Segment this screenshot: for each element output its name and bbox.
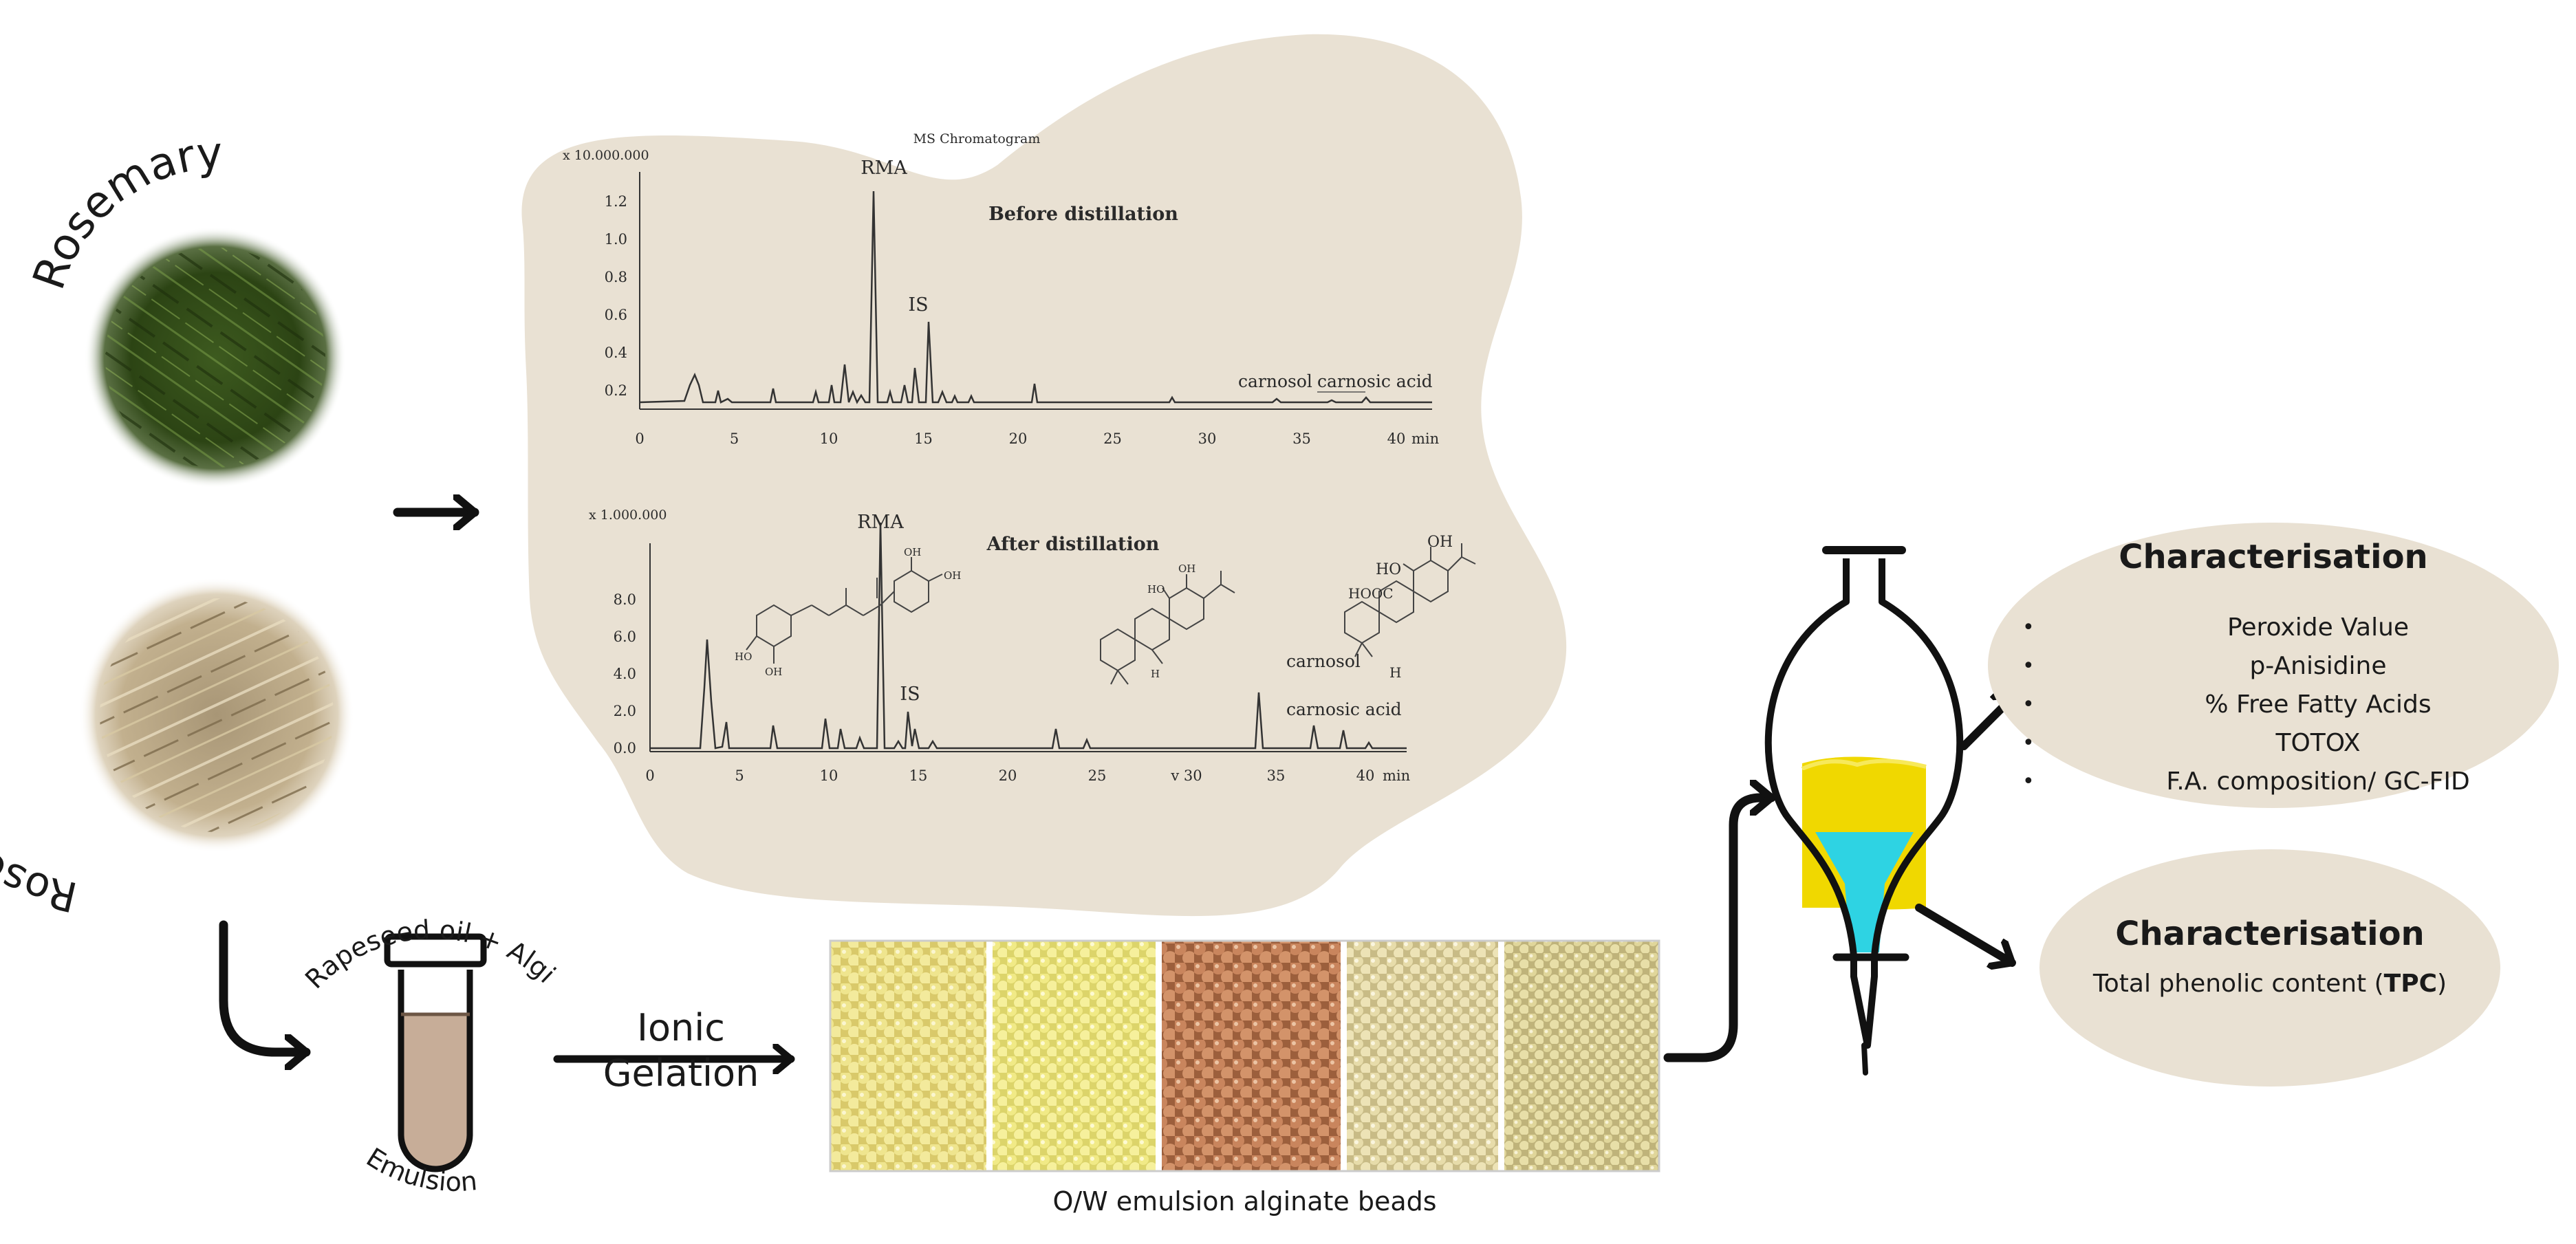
before-y-tick: 0.4 xyxy=(605,345,627,361)
emulsion-test-tube xyxy=(384,933,487,1172)
rma-struct-oh: OH xyxy=(765,666,782,678)
carnosol-struct-h: H xyxy=(1151,668,1160,680)
list-item-peroxide: Peroxide Value xyxy=(2022,609,2552,647)
before-heading: Before distillation xyxy=(988,204,1178,225)
carnosic-struct-ho: HO xyxy=(1376,561,1401,578)
separatory-funnel xyxy=(1764,546,1964,1076)
carnosol-struct-ho: HO xyxy=(1147,583,1165,596)
ionic-label: Ionic xyxy=(637,1006,725,1049)
chromatogram-background-blob xyxy=(521,34,1567,917)
before-y-tick: 0.8 xyxy=(605,269,627,285)
carnosic-struct-h: H xyxy=(1389,664,1401,681)
after-x-unit: min xyxy=(1383,767,1410,784)
after-y-tick: 4.0 xyxy=(614,666,636,682)
before-y-tick: 1.2 xyxy=(605,193,627,210)
chromatogram-title: MS Chromatogram xyxy=(913,131,1041,146)
carnosic-acid-structure xyxy=(1344,543,1476,657)
arrow-to-funnel xyxy=(1663,798,1776,1062)
rma-struct-ho: HO xyxy=(735,651,752,663)
rosemary-image xyxy=(85,227,346,488)
carnosol-structure xyxy=(1100,571,1235,685)
chromatogram-after: x 1.000.000 After distillation 0.0 2.0 4.0… xyxy=(589,508,1476,784)
before-scale-label: x 10.000.000 xyxy=(563,148,649,163)
after-x-tick: 15 xyxy=(909,767,928,784)
chromatogram-before: x 10.000.000 Before distillation 0.2 0.4 0… xyxy=(563,148,1439,447)
before-x-tick: 5 xyxy=(730,430,739,447)
oil-characterisation-card: Characterisation Peroxide Value p-Anisid… xyxy=(1988,523,2559,808)
alginate-beads-photos xyxy=(829,939,1660,1172)
after-peak-rma: RMA xyxy=(857,512,904,533)
oil-characterisation-title: Characterisation xyxy=(2119,538,2428,576)
aqueous-characterisation-card: Characterisation Total phenolic content … xyxy=(2039,849,2500,1087)
before-peak-rma: RMA xyxy=(861,157,907,179)
before-x-tick: 25 xyxy=(1103,430,1122,447)
tpc-label: Total phenolic content (TPC) xyxy=(2039,970,2500,998)
chromatogram-figure: MS Chromatogram x 10.000.000 Before dist… xyxy=(563,131,1476,784)
after-peak-carnosol: carnosol xyxy=(1286,651,1361,671)
before-y-tick: 0.6 xyxy=(605,307,627,323)
distillate-residue-image xyxy=(79,578,354,853)
before-x-tick: 35 xyxy=(1292,430,1311,447)
arrow-to-aqueous-characterisation xyxy=(1915,904,2016,963)
list-item-ffa: % Free Fatty Acids xyxy=(2022,686,2552,724)
before-peak-carnosol: carnosol xyxy=(1238,371,1312,391)
after-y-tick: 6.0 xyxy=(614,629,636,645)
after-peak-is: IS xyxy=(900,684,920,705)
after-y-tick: 8.0 xyxy=(614,591,636,608)
before-x-tick: 20 xyxy=(1009,430,1028,447)
before-x-tick: 30 xyxy=(1198,430,1217,447)
after-peak-carnosic: carnosic acid xyxy=(1286,699,1402,719)
tube-top-label: Rapeseed oil + Alginate xyxy=(0,0,561,994)
before-peak-carnosic: carnosic acid xyxy=(1317,371,1433,391)
rma-struct-oh3: OH xyxy=(904,546,921,558)
after-y-tick: 2.0 xyxy=(614,703,636,719)
after-x-tick: 10 xyxy=(820,767,838,784)
after-heading: After distillation xyxy=(986,534,1160,555)
tpc-bold: TPC xyxy=(2383,970,2438,998)
before-y-tick: 0.2 xyxy=(605,382,627,399)
aqueous-characterisation-title: Characterisation xyxy=(2115,915,2425,953)
ionic-gelation-label: Ionic Gelation xyxy=(598,1005,764,1096)
carnosic-struct-oh: OH xyxy=(1427,534,1453,551)
after-x-tick: v 30 xyxy=(1170,767,1202,784)
rosmarinic-acid-structure xyxy=(746,557,943,664)
after-x-tick: 20 xyxy=(999,767,1017,784)
rma-struct-oh2: OH xyxy=(944,569,961,582)
residue-label: Rosemary Distillate Residue (DR) xyxy=(0,332,81,921)
before-x-tick: 15 xyxy=(914,430,933,447)
after-y-tick: 0.0 xyxy=(614,740,636,756)
before-x-tick: 40 xyxy=(1387,430,1406,447)
after-x-tick: 0 xyxy=(645,767,654,784)
before-x-tick: 0 xyxy=(635,430,644,447)
beads-caption: O/W emulsion alginate beads xyxy=(1052,1186,1437,1216)
before-x-unit: min xyxy=(1411,430,1439,447)
gelation-label: Gelation xyxy=(603,1051,759,1095)
tpc-prefix: Total phenolic content ( xyxy=(2092,970,2384,998)
list-item-anisidine: p-Anisidine xyxy=(2022,647,2552,686)
before-y-tick: 1.0 xyxy=(605,231,627,248)
after-scale-label: x 1.000.000 xyxy=(589,508,667,523)
oil-characterisation-list: Peroxide Value p-Anisidine % Free Fatty … xyxy=(2022,609,2552,801)
after-x-tick: 35 xyxy=(1267,767,1286,784)
before-x-tick: 10 xyxy=(820,430,838,447)
list-item-fa-composition: F.A. composition/ GC-FID xyxy=(2022,763,2552,801)
carnosol-struct-oh: OH xyxy=(1178,563,1195,575)
carnosic-struct-hooc: HOOC xyxy=(1348,585,1394,602)
after-trace xyxy=(650,522,1407,750)
list-item-totox: TOTOX xyxy=(2022,724,2552,763)
after-x-tick: 5 xyxy=(735,767,744,784)
after-x-tick: 25 xyxy=(1088,767,1107,784)
before-trace xyxy=(639,190,1432,404)
before-peak-is: IS xyxy=(908,294,928,316)
arrow-to-emulsion xyxy=(219,920,311,1052)
tpc-suffix: ) xyxy=(2437,970,2447,998)
after-x-tick: 40 xyxy=(1356,767,1375,784)
